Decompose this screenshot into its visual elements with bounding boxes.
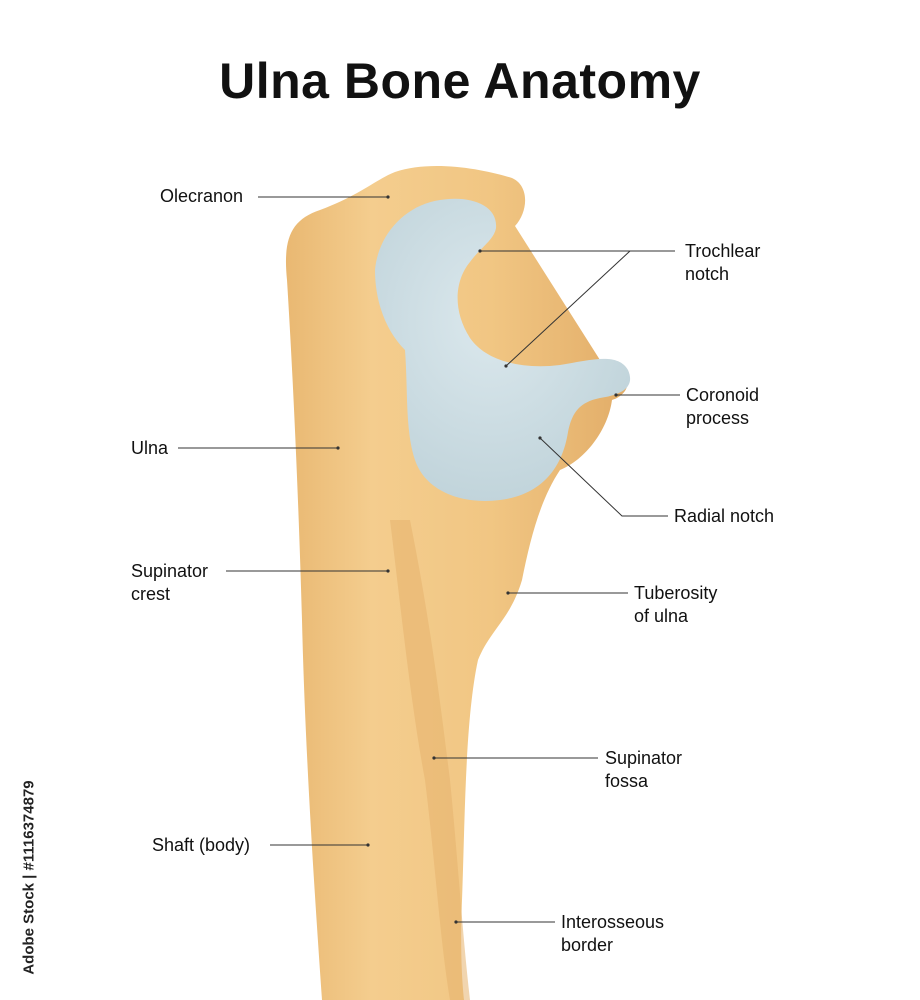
leader-dots — [336, 195, 618, 924]
label-coronoid-process: Coronoid process — [686, 385, 760, 428]
label-tuberosity-of-ulna: Tuberosity of ulna — [634, 583, 718, 626]
label-radial-notch: Radial notch — [674, 506, 775, 526]
label-trochlear-notch: Trochlear notch — [685, 241, 761, 284]
label-olecranon: Olecranon — [160, 186, 244, 206]
supinator-crest-ridge — [390, 520, 470, 1000]
label-supinator-crest: Supinator crest — [131, 561, 209, 604]
label-shaft-body: Shaft (body) — [152, 835, 251, 855]
label-interosseous-border: Interosseous border — [561, 912, 665, 955]
label-ulna: Ulna — [131, 438, 169, 458]
trochlear-cartilage — [375, 198, 631, 501]
watermark-text: Adobe Stock | #1116374879 — [20, 780, 38, 975]
page-title: Ulna Bone Anatomy — [219, 53, 701, 109]
stock-watermark: Adobe Stock | #1116374879 — [14, 764, 38, 994]
leader-radial-notch — [539, 437, 668, 517]
leader-trochlear-notch-2 — [505, 250, 631, 367]
leader-lines — [178, 196, 680, 923]
label-supinator-fossa: Supinator fossa — [605, 748, 683, 791]
